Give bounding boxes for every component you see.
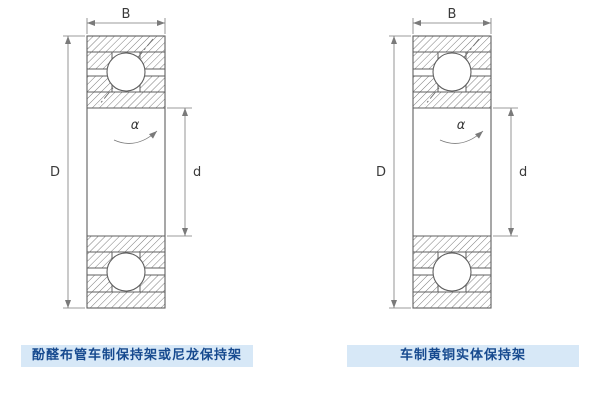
label-width-b: B bbox=[448, 7, 457, 22]
panel-right: B D d bbox=[332, 6, 594, 400]
dimension-outer-d: D bbox=[50, 35, 85, 309]
dimension-outer-d: D bbox=[376, 35, 411, 309]
top-ring-section bbox=[412, 35, 492, 109]
label-contact-angle: α bbox=[457, 118, 466, 133]
label-outer-diameter: D bbox=[50, 165, 60, 180]
bearing-diagram-right: B D d bbox=[376, 7, 527, 309]
ball-top bbox=[432, 52, 472, 92]
dimension-bore-d: d bbox=[493, 107, 527, 237]
label-width-b: B bbox=[122, 7, 131, 22]
top-ring-section bbox=[86, 35, 166, 109]
caption-right: 车制黄铜实体保持架 bbox=[347, 345, 579, 367]
ball-bottom bbox=[106, 252, 146, 292]
contact-angle-callout: α bbox=[113, 118, 158, 144]
bearing-diagram-left: B D d bbox=[50, 7, 201, 309]
dimension-width-b: B bbox=[412, 7, 492, 34]
ball-top bbox=[106, 52, 146, 92]
caption-left: 酚醛布管车制保持架或尼龙保持架 bbox=[21, 345, 253, 367]
label-bore-diameter: d bbox=[193, 165, 201, 180]
bottom-ring-section bbox=[412, 235, 492, 309]
dimension-bore-d: d bbox=[167, 107, 201, 237]
panel-left: B D d bbox=[6, 6, 268, 400]
dimension-width-b: B bbox=[86, 7, 166, 34]
label-bore-diameter: d bbox=[519, 165, 527, 180]
contact-angle-callout: α bbox=[439, 118, 484, 144]
bottom-ring-section bbox=[86, 235, 166, 309]
label-outer-diameter: D bbox=[376, 165, 386, 180]
label-contact-angle: α bbox=[131, 118, 140, 133]
ball-bottom bbox=[432, 252, 472, 292]
